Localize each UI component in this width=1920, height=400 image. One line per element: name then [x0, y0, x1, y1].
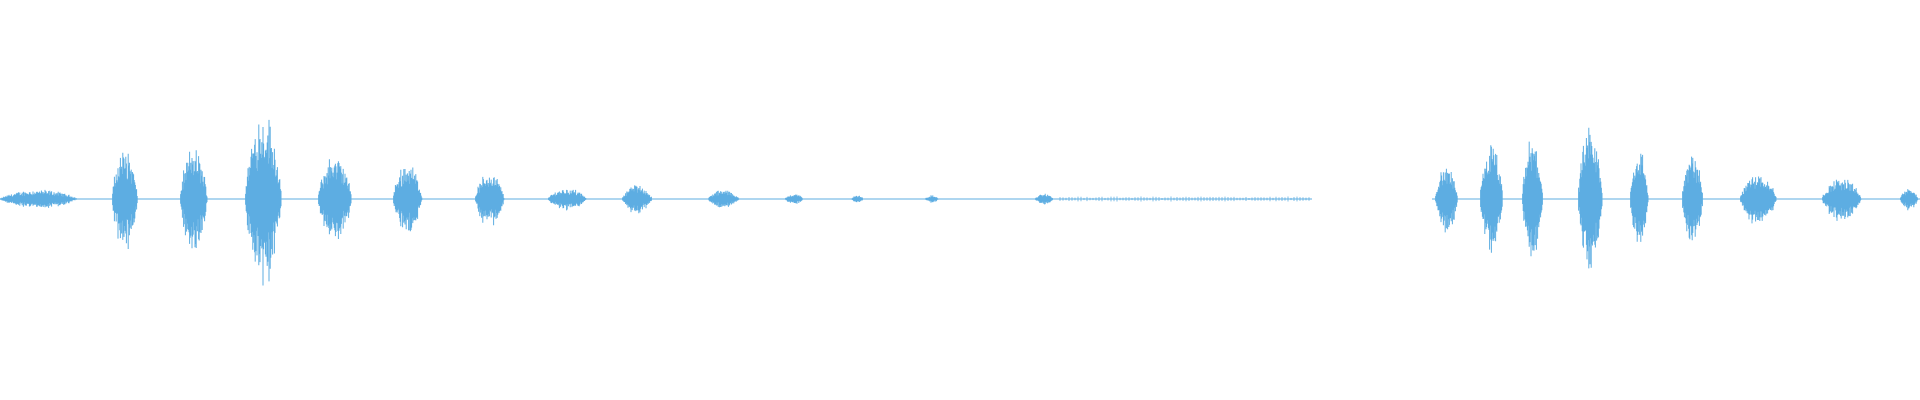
waveform-burst: [1822, 179, 1862, 221]
waveform-burst: [548, 189, 587, 211]
waveform-burst: [1035, 193, 1054, 205]
waveform-burst: [622, 185, 652, 214]
waveform-burst: [1630, 153, 1649, 242]
waveform-burst: [925, 195, 939, 203]
waveform-burst: [112, 152, 138, 249]
waveform-burst: [318, 159, 353, 239]
waveform-burst: [851, 195, 865, 203]
waveform-burst: [708, 190, 740, 208]
waveform-burst: [1480, 145, 1503, 253]
waveform-burst: [1578, 127, 1603, 269]
waveform-burst: [180, 150, 208, 249]
waveform-burst: [1522, 141, 1543, 257]
waveform-burst: [475, 176, 505, 226]
waveform-burst: [1435, 168, 1458, 233]
waveform-burst: [393, 167, 423, 232]
waveform-burst: [1900, 189, 1919, 211]
waveform-noise: [1059, 196, 1310, 202]
waveform-burst: [0, 189, 78, 208]
waveform-burst: [785, 194, 804, 204]
waveform-burst: [1682, 156, 1703, 241]
waveform-burst: [245, 119, 282, 286]
waveform-burst: [1740, 176, 1777, 224]
